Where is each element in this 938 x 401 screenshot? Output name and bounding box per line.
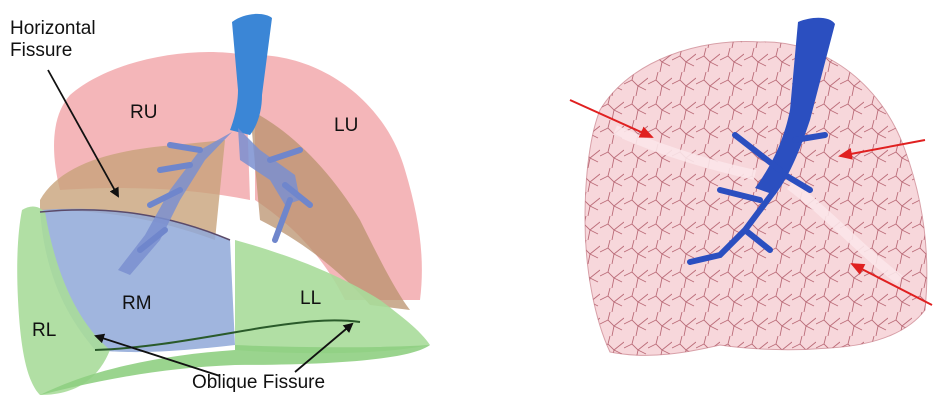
- horizontal-fissure-label-line2: Fissure: [10, 40, 96, 62]
- lobe-label-ll: LL: [300, 288, 321, 310]
- lobe-label-ru: RU: [130, 102, 157, 124]
- horizontal-fissure-label: Horizontal Fissure: [10, 18, 96, 62]
- oblique-fissure-label: Oblique Fissure: [192, 372, 325, 394]
- lobe-label-lu: LU: [334, 115, 358, 137]
- lobe-label-rm: RM: [122, 293, 152, 315]
- lobe-label-rl: RL: [32, 320, 56, 342]
- horizontal-fissure-label-line1: Horizontal: [10, 18, 96, 40]
